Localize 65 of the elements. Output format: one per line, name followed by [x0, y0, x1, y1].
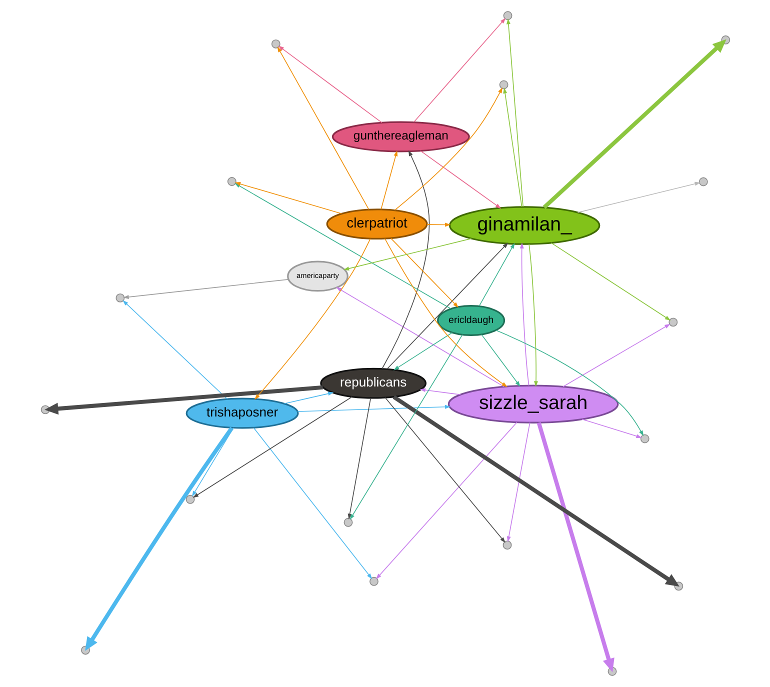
node-circle	[80, 646, 90, 655]
node-circle	[502, 540, 512, 550]
node-circle	[502, 11, 512, 20]
arrow	[478, 242, 514, 306]
node-circle	[498, 80, 508, 90]
node-circle	[185, 494, 194, 504]
arrow	[347, 398, 371, 520]
node-circle	[369, 576, 378, 586]
arrow	[390, 238, 458, 308]
arrow	[278, 46, 382, 124]
node-ellipse: ericldaugh	[436, 305, 505, 336]
arrow	[420, 150, 501, 209]
arrow	[276, 46, 369, 210]
node-ellipse: gunthereagleman	[331, 121, 470, 152]
arrow	[528, 244, 538, 387]
arrow	[480, 334, 520, 387]
arrow	[252, 428, 372, 580]
arrow	[519, 242, 529, 386]
arrow	[44, 385, 322, 415]
node-ellipse: sizzle_sarah	[447, 384, 618, 424]
node-circle	[720, 35, 730, 44]
node-circle	[674, 582, 683, 591]
node-circle	[698, 177, 708, 186]
node-ellipse: clerpatriot	[326, 208, 428, 240]
arrow	[386, 242, 508, 370]
arrow	[342, 238, 472, 270]
arrow	[381, 150, 430, 370]
arrow	[562, 324, 670, 388]
node-circle	[668, 318, 678, 327]
arrow	[254, 238, 370, 400]
arrow	[122, 279, 288, 299]
arrow	[412, 18, 506, 123]
arrow	[426, 222, 450, 227]
node-circle	[40, 405, 50, 414]
node-circle	[115, 293, 124, 302]
arrow	[296, 404, 450, 412]
arrow	[284, 392, 334, 404]
arrow	[536, 422, 614, 672]
node-ellipse: trishaposner	[185, 398, 298, 429]
node-circle	[640, 434, 649, 444]
arrow	[576, 182, 700, 213]
arrow	[392, 395, 679, 587]
arrow	[550, 242, 670, 321]
node-circle	[226, 177, 236, 186]
node-ellipse: ginamilan_	[448, 206, 600, 245]
arrow	[375, 422, 517, 580]
arrow	[506, 422, 530, 542]
arrow	[349, 334, 462, 520]
node-circle	[270, 39, 280, 48]
arrow	[502, 88, 522, 208]
arrow	[394, 87, 502, 211]
arrow	[380, 150, 398, 210]
arrow	[122, 300, 228, 400]
arrow	[542, 39, 726, 209]
node-circle	[607, 666, 616, 676]
arrow	[191, 427, 234, 497]
arrow	[495, 330, 644, 436]
arrow	[581, 418, 642, 438]
arrow	[192, 396, 352, 498]
arrow	[419, 388, 460, 396]
node-circle	[343, 518, 352, 527]
arrow	[506, 18, 523, 208]
arrow	[384, 397, 505, 543]
arrow	[392, 332, 452, 370]
arrow	[84, 426, 234, 651]
